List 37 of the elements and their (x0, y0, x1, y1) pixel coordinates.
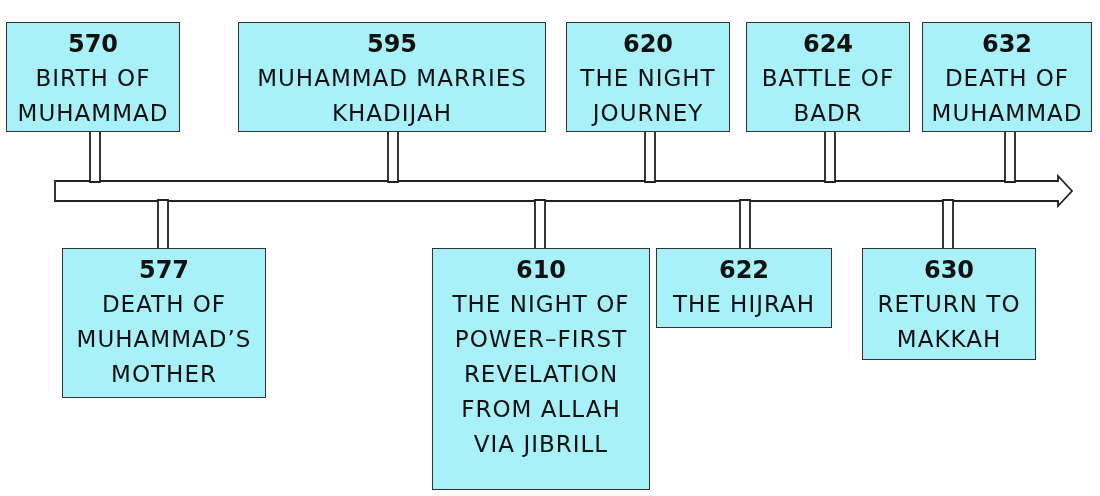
event-label: BATTLE OF BADR (760, 64, 896, 128)
event-box (862, 248, 1036, 360)
stem-line (739, 199, 751, 249)
stem-line (387, 131, 399, 183)
year-label: 610 (515, 255, 567, 286)
stem-line (1004, 131, 1016, 183)
year-label: 630 (923, 255, 975, 286)
stem-line (824, 131, 836, 183)
stem-line (644, 131, 656, 183)
stem-line (157, 199, 169, 249)
event-label: THE NIGHT JOURNEY (579, 64, 717, 128)
event-box (746, 22, 910, 132)
year-label: 620 (622, 29, 674, 60)
event-box (922, 22, 1092, 132)
event-box (62, 248, 266, 398)
stem-line (942, 199, 954, 249)
event-label: DEATH OF MUHAMMAD (931, 64, 1083, 128)
event-box (432, 248, 650, 490)
event-label: RETURN TO MAKKAH (876, 290, 1022, 354)
event-label: BIRTH OF MUHAMMAD (17, 64, 169, 128)
event-box (238, 22, 546, 132)
event-label: THE HIJRAH (672, 290, 816, 319)
year-label: 595 (366, 29, 418, 60)
event-box (656, 248, 832, 328)
event-label: MUHAMMAD MARRIES KHADIJAH (256, 64, 528, 128)
stem-line (534, 199, 546, 249)
year-label: 632 (981, 29, 1033, 60)
event-label: THE NIGHT OF POWER–FIRST REVELATION FROM ALLAH VIA JIBRILL (451, 290, 631, 459)
year-label: 570 (67, 29, 119, 60)
year-label: 577 (138, 255, 190, 286)
stem-line (89, 131, 101, 183)
timeline-arrow (54, 173, 1074, 209)
event-label: DEATH OF MUHAMMAD’S MOTHER (75, 290, 253, 389)
event-box (6, 22, 180, 132)
event-box (566, 22, 730, 132)
year-label: 622 (718, 255, 770, 286)
year-label: 624 (802, 29, 854, 60)
